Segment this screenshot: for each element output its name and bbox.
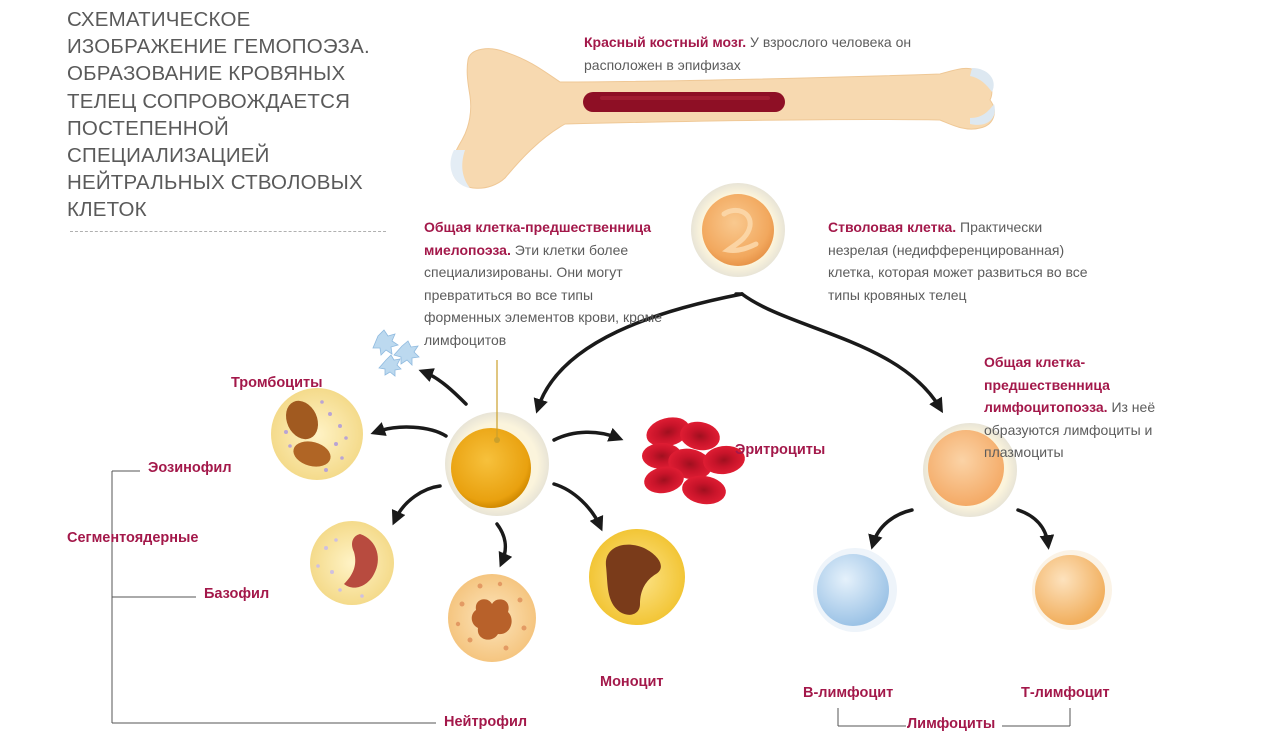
stem-cell-caption: Стволовая клетка. Практически незрелая (…: [828, 216, 1096, 306]
lymphoid-progenitor-heading: Общая клетка-предшественница лимфоцитопо…: [984, 354, 1110, 415]
myeloid-progenitor-caption: Общая клетка-предшественница миелопоэза.…: [424, 216, 668, 351]
platelets-cluster: [372, 329, 420, 377]
stem-cell: [691, 183, 785, 277]
b-lymphocyte-cell: [813, 548, 897, 632]
bone-marrow-caption: Красный костный мозг. У взрослого челове…: [584, 31, 944, 76]
stem-cell-heading: Стволовая клетка.: [828, 219, 957, 235]
myeloid-progenitor-heading: Общая клетка-предшественница миелопоэза.: [424, 219, 652, 258]
myeloid-progenitor-text: Эти клетки более специализированы. Они м…: [424, 241, 663, 348]
arrow-myeloid-neutrophil: [495, 522, 513, 568]
arrow-myeloid-eosinophil: [370, 422, 448, 438]
label-eosinophil: Эозинофил: [148, 460, 232, 476]
lymphoid-progenitor-text: Из неё образуются лимфоциты и плазмоциты: [984, 399, 1156, 460]
neutrophil-cell: [448, 574, 536, 662]
lymphoid-progenitor-cell: [923, 423, 1017, 517]
label-t-lymphocyte: Т-лимфоцит: [1021, 685, 1110, 701]
arrow-to-myeloid: [533, 292, 744, 414]
arrow-myeloid-platelets: [418, 368, 468, 406]
erythrocytes-cluster: [642, 417, 745, 505]
diagram-title: СХЕМАТИЧЕСКОЕ ИЗОБРАЖЕНИЕ ГЕМОПОЭЗА. ОБР…: [67, 8, 370, 222]
arrow-myeloid-monocyte: [552, 482, 604, 532]
arrow-lymphoid-b: [868, 508, 914, 550]
bone-illustration: [450, 48, 995, 189]
segmented-bracket: [111, 470, 436, 724]
arrow-myeloid-erythrocytes: [552, 427, 624, 442]
bone-cartilage-right-top: [970, 68, 994, 92]
monocyte-cell: [589, 529, 685, 625]
bone-marrow-heading: Красный костный мозг.: [584, 34, 747, 50]
myeloid-progenitor-cell: [445, 360, 549, 516]
label-erythrocytes: Эритроциты: [735, 442, 826, 458]
label-lymphocytes: Лимфоциты: [907, 716, 996, 732]
label-b-lymphocyte: В-лимфоцит: [803, 685, 894, 701]
stem-cell-text: Практически незрелая (недифференцированн…: [828, 219, 1088, 303]
bone-marrow-text: У взрослого человека он расположен в эпи…: [584, 34, 912, 73]
red-marrow-highlight: [600, 96, 770, 100]
label-platelets: Тромбоциты: [231, 375, 323, 391]
arrow-lymphoid-t: [1016, 508, 1055, 550]
label-neutrophil: Нейтрофил: [444, 714, 528, 730]
basophil-cell: [310, 521, 394, 605]
bone-cartilage-right-bottom: [970, 104, 995, 125]
lymphocytes-bracket: [837, 708, 1071, 727]
label-monocyte: Моноцит: [600, 674, 664, 690]
arrow-to-lymphoid: [740, 292, 943, 414]
arrow-myeloid-basophil: [391, 484, 442, 526]
red-marrow: [583, 92, 785, 112]
bone-cartilage-left: [450, 150, 470, 188]
title-divider: [70, 231, 386, 232]
branch-arrows: [370, 292, 1055, 568]
label-segmented: Сегментоядерные: [67, 530, 199, 546]
eosinophil-cell: [271, 388, 363, 480]
label-basophil: Базофил: [204, 586, 270, 602]
lymphoid-progenitor-caption: Общая клетка-предшественница лимфоцитопо…: [984, 351, 1204, 464]
t-lymphocyte-cell: [1032, 550, 1112, 630]
